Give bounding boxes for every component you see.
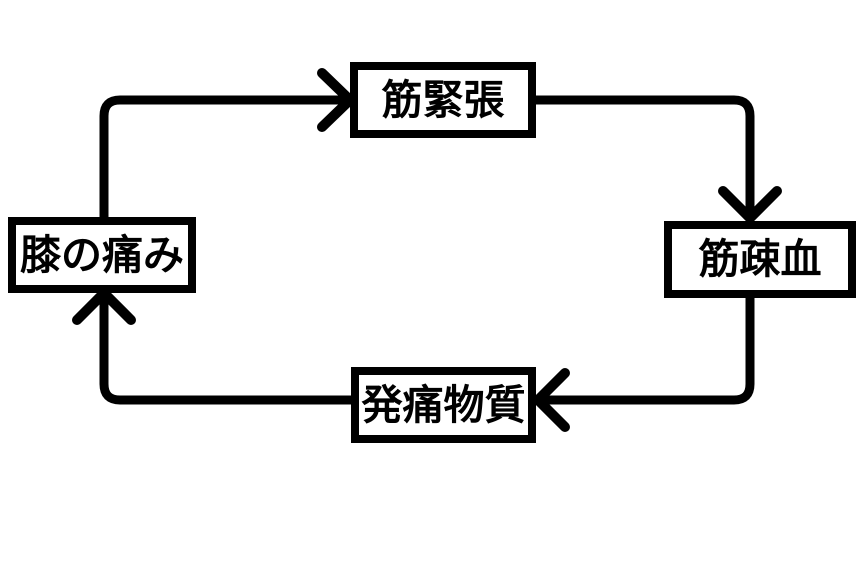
node-knee-pain-label: 膝の痛み [20,230,184,279]
edge-pain-substance-to-knee-pain [99,297,351,405]
node-knee-pain: 膝の痛み [8,217,196,293]
node-muscle-ischemia-label: 筋疎血 [698,235,822,283]
node-muscle-tension-label: 筋緊張 [381,75,505,124]
arrowhead-down-icon [718,186,782,226]
edge-muscle-tension-to-muscle-ischemia [536,95,755,214]
edge-knee-pain-to-muscle-tension [99,95,346,219]
node-pain-substance-label: 発痛物質 [361,380,526,429]
edge-muscle-ischemia-to-pain-substance [542,298,755,405]
node-pain-substance: 発痛物質 [351,367,536,443]
node-muscle-tension: 筋緊張 [350,62,536,138]
arrowhead-up-icon [72,285,136,325]
arrowhead-left-icon [530,368,570,432]
node-muscle-ischemia: 筋疎血 [664,221,856,298]
